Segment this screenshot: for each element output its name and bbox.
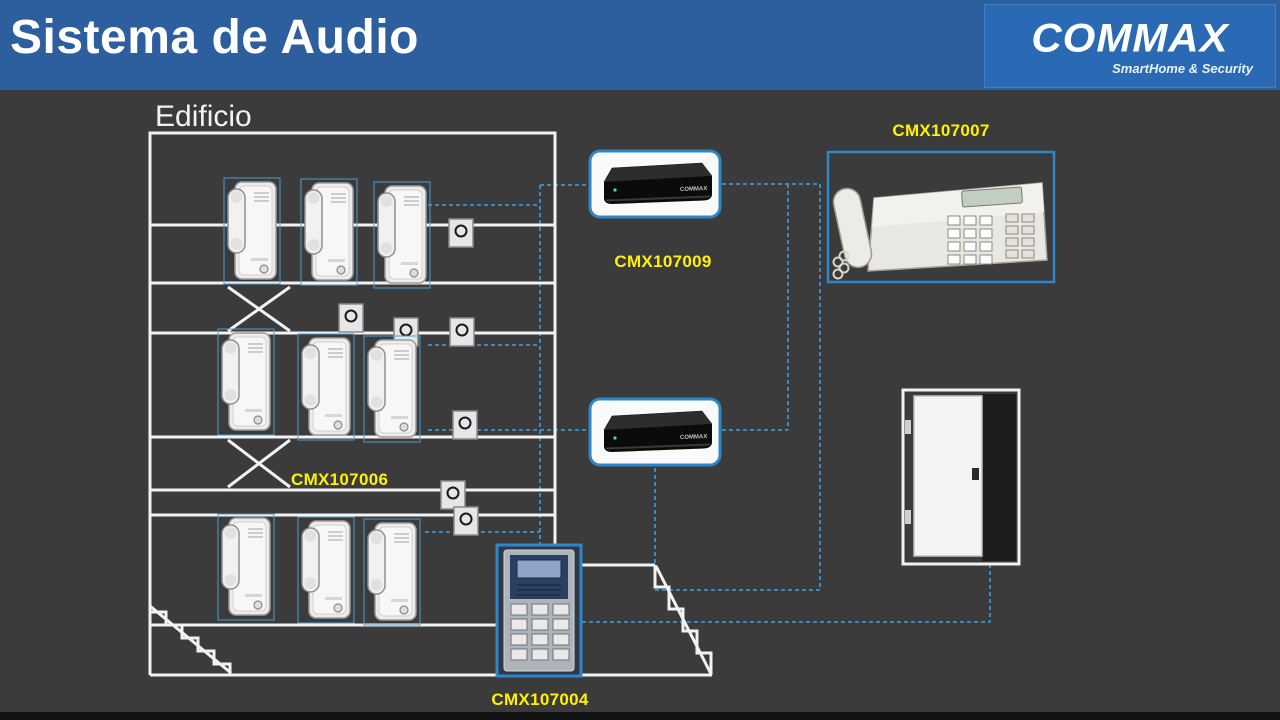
junction-box (452, 410, 478, 440)
guard-phone-handset (832, 187, 873, 269)
label-guard-phone: CMX107007 (892, 121, 990, 140)
guard-phone-function-keys (1005, 213, 1035, 259)
intercom-phone (217, 328, 275, 436)
door-station-keypad (510, 603, 570, 661)
intercom-phone (373, 181, 431, 289)
guard-phone-keypad (947, 215, 993, 265)
label-distributor: CMX107009 (614, 252, 712, 271)
intercom-phone (297, 516, 355, 624)
door-frame (901, 388, 1021, 566)
audio-distributor-top (588, 149, 722, 219)
building-label: Edificio (155, 100, 252, 133)
door-panel (913, 395, 983, 557)
guard-phone-display (961, 186, 1023, 208)
guard-phone-cord (832, 250, 850, 280)
intercom-phone (223, 177, 281, 285)
guard-phone-frame (826, 150, 1056, 284)
door-station-speaker (517, 584, 561, 596)
commax-logo: COMMAX SmartHome & Security (984, 4, 1276, 88)
junction-box (448, 218, 474, 248)
door-station-display (516, 559, 562, 579)
guard-phone (826, 150, 1056, 284)
slide-title: Sistema de Audio (10, 11, 419, 64)
logo-tagline-text: SmartHome & Security (1112, 60, 1253, 76)
door-hinge (905, 420, 911, 434)
door-handle (972, 468, 979, 480)
intercom-phone (363, 335, 421, 443)
logo-brand-text: COMMAX (1031, 14, 1229, 60)
connection-lines (425, 183, 991, 623)
junction-box (453, 506, 479, 536)
door-station (495, 543, 583, 678)
intercom-phone (363, 518, 421, 626)
door-opening (982, 394, 1016, 561)
door (901, 388, 1021, 566)
door-hinge (905, 510, 911, 524)
audio-distributor-bottom (588, 397, 722, 467)
intercom-phone (297, 333, 355, 441)
intercom-phone (217, 513, 275, 621)
junction-box (449, 317, 475, 347)
stairs (149, 285, 713, 675)
junction-box (440, 480, 466, 510)
intercom-phone (300, 178, 358, 286)
label-intercom: CMX107006 (291, 470, 389, 489)
junction-box (338, 303, 364, 333)
intercom-units (217, 177, 431, 626)
bottom-strip (0, 712, 1280, 720)
label-door-station: CMX107004 (491, 690, 589, 709)
